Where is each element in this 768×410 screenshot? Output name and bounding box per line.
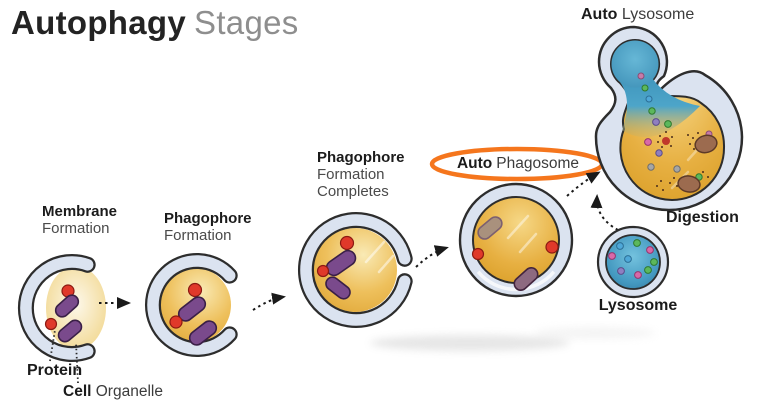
stage4-autophagosome-graphic xyxy=(458,182,574,298)
protein-dot xyxy=(169,315,183,329)
stage-label-membrane-rest: Formation xyxy=(42,220,110,237)
organelle-leader-line xyxy=(75,342,79,384)
organelle-shape xyxy=(54,294,80,318)
stage-label-autophagosome-rest: Phagosome xyxy=(496,155,580,172)
protein-dot xyxy=(545,240,559,254)
stage-label-phagophore-completes: Phagophore Formation Completes xyxy=(317,149,405,200)
organelle-shape xyxy=(57,319,83,343)
stage-label-phagophore-bold: Phagophore xyxy=(164,210,252,227)
arrow-stage2-to-stage3 xyxy=(252,292,286,311)
arrow-lysosome-to-autolysosome xyxy=(590,194,619,231)
digestion-contents xyxy=(637,72,713,181)
stage-label-phagophore-rest: Formation xyxy=(164,227,232,244)
stage2-phagophore-graphic xyxy=(145,253,238,357)
stage-label-autolysosome: Auto Lysosome xyxy=(581,6,694,24)
stage3-completes-graphic xyxy=(297,212,413,328)
digestion-debris xyxy=(656,131,718,193)
lysosome-graphic xyxy=(596,225,670,299)
protein-dot xyxy=(316,264,330,278)
degraded-organelle-shape xyxy=(513,267,539,291)
stage-label-autolysosome-bold: Auto xyxy=(581,6,618,23)
stage-label-completes-line2: Formation xyxy=(317,166,385,183)
protein-leader-line xyxy=(49,329,56,362)
protein-dot xyxy=(187,282,203,298)
protein-dot xyxy=(44,317,58,331)
callout-cell-organelle: Cell Organelle xyxy=(63,383,163,401)
stage-label-digestion: Digestion xyxy=(666,209,739,226)
stage-label-autolysosome-rest: Lysosome xyxy=(621,6,695,23)
protein-dot xyxy=(339,235,355,251)
organelle-shape xyxy=(325,276,351,300)
stage-label-completes-line3: Completes xyxy=(317,183,389,200)
title-secondary: Stages xyxy=(194,4,299,41)
stage1-membrane-graphic xyxy=(17,254,106,384)
stage-label-completes-bold: Phagophore xyxy=(317,149,405,166)
stage-label-membrane-bold: Membrane xyxy=(42,203,118,220)
background-shadow xyxy=(370,327,655,351)
arrow-stage3-to-stage4 xyxy=(415,245,449,268)
enzyme-dots xyxy=(608,239,658,279)
stage-label-autophagosome-bold: Auto xyxy=(456,155,493,172)
stage-label-phagophore-formation: Phagophore Formation xyxy=(164,210,252,244)
callout-protein: Protein xyxy=(27,362,83,379)
stage-label-membrane-formation: Membrane Formation xyxy=(42,203,117,237)
stage-label-autophagosome: Auto Phagosome xyxy=(432,151,604,177)
autolysosome-graphic xyxy=(594,25,744,212)
callout-cell-rest: Organelle xyxy=(95,383,163,400)
stage-label-lysosome: Lysosome xyxy=(598,297,678,314)
callout-cell-bold: Cell xyxy=(63,383,92,400)
protein-dot xyxy=(471,247,485,261)
title-primary: Autophagy xyxy=(11,4,187,41)
organelle-shape xyxy=(188,320,218,346)
degraded-organelle-shape xyxy=(477,216,503,240)
